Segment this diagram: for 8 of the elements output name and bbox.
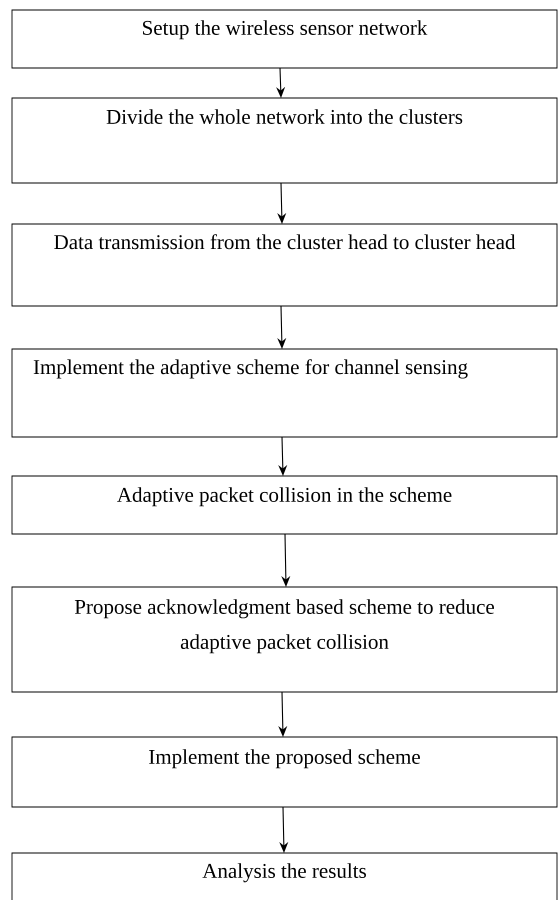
process-box: Data transmission from the cluster head to cluster head (12, 224, 558, 306)
process-box: Implement the adaptive scheme for channel sensing (12, 348, 558, 438)
process-box: Divide the whole network into the clusters (12, 98, 558, 184)
process-box: Analysis the results (12, 852, 558, 900)
process-box: Setup the wireless sensor network (12, 10, 558, 68)
process-box: Adaptive packet collision in the scheme (12, 476, 558, 534)
process-box: Propose acknowledgment based scheme to reduce adaptive packet collision (12, 586, 558, 692)
process-box: Implement the proposed scheme (12, 736, 558, 808)
